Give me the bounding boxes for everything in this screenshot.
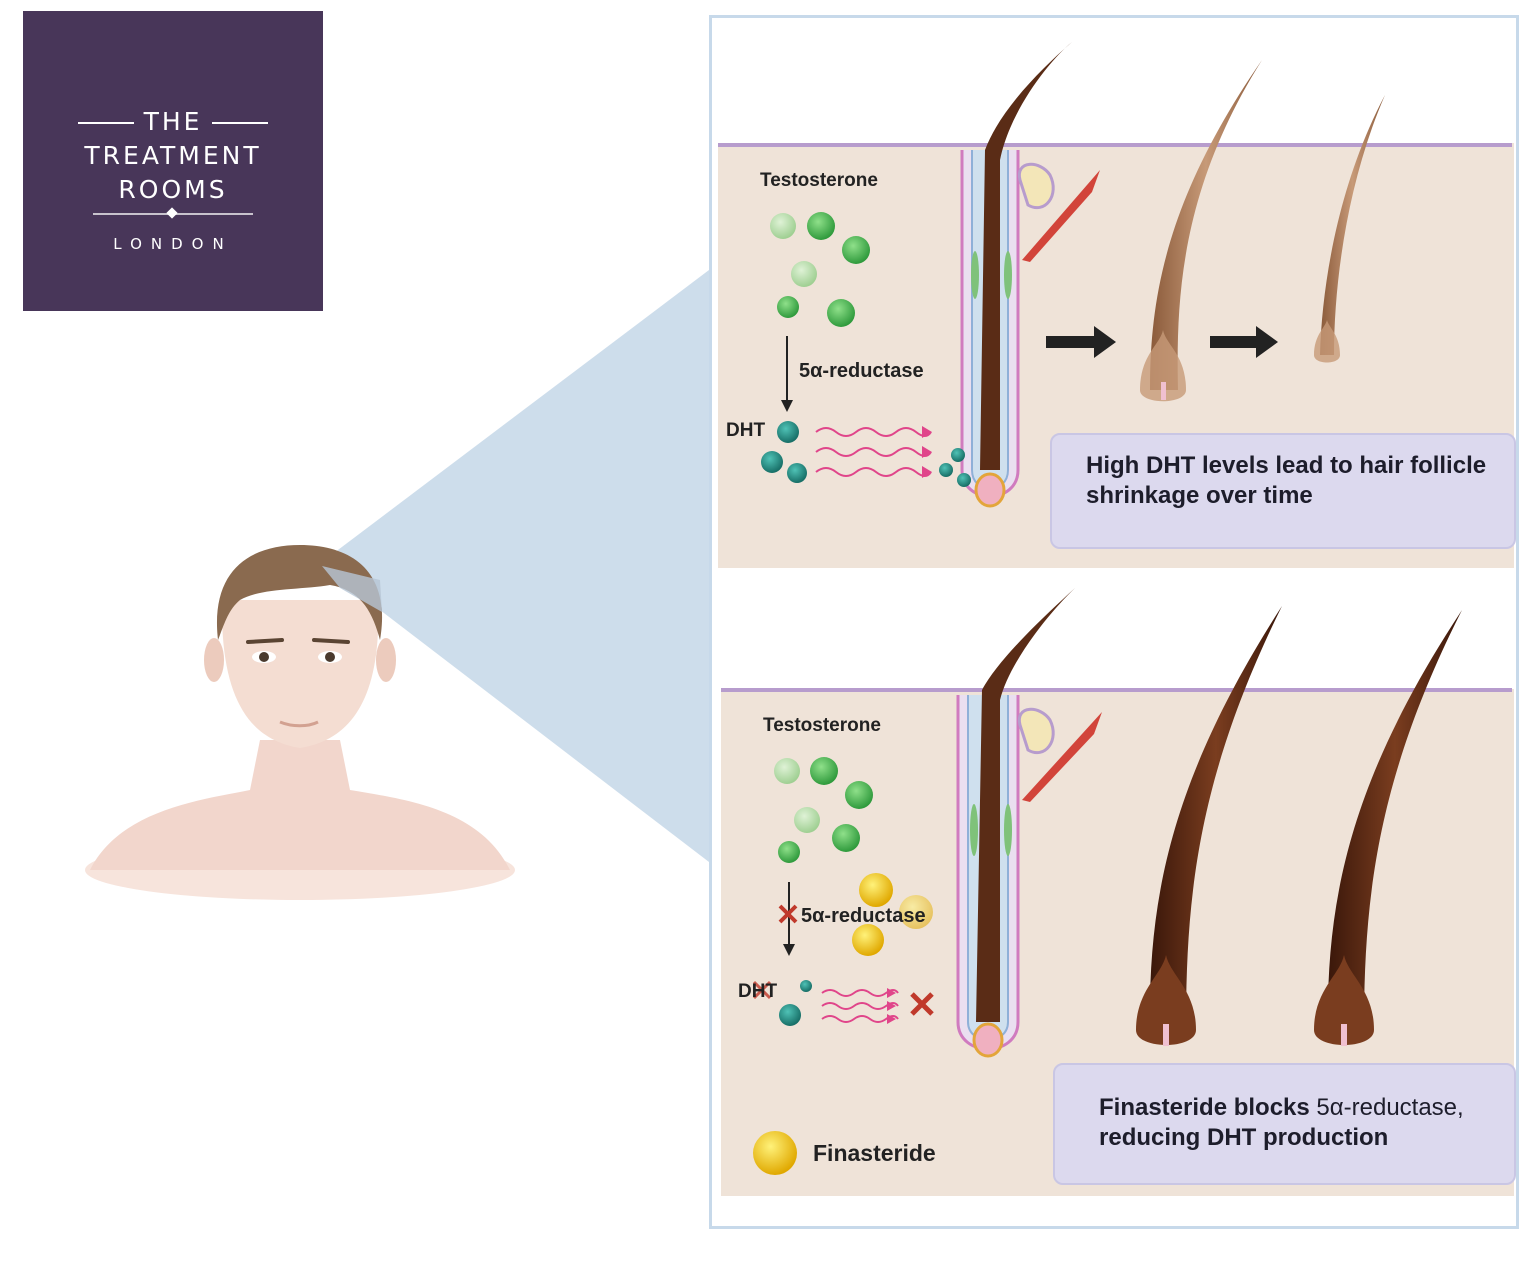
logo-text-london: LONDON	[113, 235, 233, 253]
shrinking-hair-small	[1314, 95, 1385, 363]
dht-wave-arrows-bottom	[821, 988, 899, 1024]
magnification-cone	[322, 270, 709, 862]
man-illustration	[85, 545, 515, 900]
progression-arrow-2	[1210, 326, 1278, 358]
callout-top-text: High DHT levels lead to hair follicle sh…	[1086, 452, 1487, 509]
finasteride-legend-icon	[753, 1131, 797, 1175]
dht-molecules-bottom	[779, 980, 812, 1026]
logo-text-rooms: ROOMS	[118, 175, 228, 204]
callout-bottom-rest: 5α-reductase,	[1309, 1094, 1464, 1121]
dht-molecules-top	[761, 421, 971, 487]
dht-strike-icon	[752, 980, 772, 1000]
testosterone-label-top: Testosterone	[760, 170, 878, 191]
progression-arrow-1	[1046, 326, 1116, 358]
finasteride-legend-label: Finasteride	[813, 1140, 936, 1166]
healthy-hair-1	[1136, 606, 1282, 1046]
callout-bottom: Finasteride blocks 5α-reductase, reducin…	[1053, 1063, 1516, 1185]
enzyme-label-bottom: 5α-reductase	[801, 905, 926, 927]
testosterone-molecules-bottom	[774, 757, 873, 863]
dht-wave-arrows-top	[815, 426, 932, 478]
logo-text-the: THE	[23, 107, 323, 136]
testosterone-molecules-top	[770, 212, 870, 327]
hair-follicle-top	[960, 42, 1100, 508]
shrinking-hair-medium	[1140, 60, 1262, 402]
logo-text-treatment: TREATMENT	[84, 141, 262, 170]
enzyme-label-top: 5α-reductase	[799, 360, 924, 382]
testosterone-label-bottom: Testosterone	[763, 715, 881, 736]
healthy-hair-2	[1314, 610, 1462, 1046]
dht-label-top: DHT	[726, 420, 766, 441]
block-x-icon	[778, 904, 798, 924]
callout-bottom-bold: Finasteride blocks	[1099, 1094, 1310, 1121]
callout-bottom-line2: reducing DHT production	[1099, 1124, 1389, 1151]
blocked-x-icon	[910, 992, 934, 1016]
conversion-arrow-top	[781, 336, 793, 412]
dht-label-bottom: DHT	[738, 981, 778, 1002]
finasteride-molecules	[852, 873, 933, 956]
brand-logo: THE TREATMENT ROOMS LONDON	[23, 11, 323, 311]
hair-follicle-bottom	[956, 588, 1102, 1058]
callout-top: High DHT levels lead to hair follicle sh…	[1050, 433, 1516, 549]
